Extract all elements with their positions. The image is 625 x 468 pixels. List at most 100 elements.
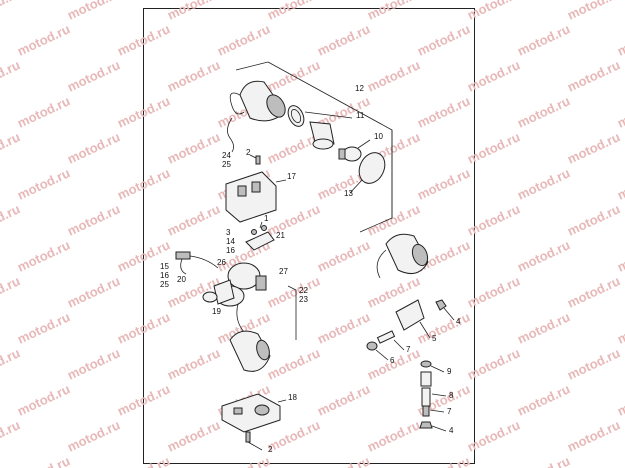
- callout-c23: 23: [299, 295, 308, 304]
- watermark-text: motod.ru: [365, 201, 422, 238]
- callout-c15: 15: [160, 262, 169, 271]
- watermark-text: motod.ru: [415, 165, 472, 202]
- callout-c12: 12: [355, 84, 364, 93]
- callout-c8: 8: [449, 391, 454, 400]
- watermark-text: motod.ru: [465, 417, 522, 454]
- watermark-text: motod.ru: [615, 93, 625, 130]
- watermark-text: motod.ru: [415, 21, 472, 58]
- part-20: [202, 291, 218, 303]
- wire-lead-top: [227, 117, 234, 153]
- watermark-text: motod.ru: [565, 345, 622, 382]
- screw-bottom: [245, 431, 263, 451]
- watermark-text: motod.ru: [565, 129, 622, 166]
- watermark-text: motod.ru: [265, 417, 322, 454]
- watermark-text: motod.ru: [0, 201, 22, 238]
- watermark-text: motod.ru: [615, 453, 625, 468]
- watermark-text: motod.ru: [315, 453, 372, 468]
- callout-c11: 11: [356, 111, 365, 120]
- watermark-text: motod.ru: [265, 273, 322, 310]
- callout-c10: 10: [374, 132, 383, 141]
- watermark-text: motod.ru: [515, 381, 572, 418]
- base-18: [221, 393, 287, 433]
- watermark-text: motod.ru: [115, 309, 172, 346]
- watermark-text: motod.ru: [0, 129, 22, 166]
- callout-c26: 26: [217, 258, 226, 267]
- callout-c17: 17: [287, 172, 296, 181]
- watermark-text: motod.ru: [15, 93, 72, 130]
- callout-c14: 14: [226, 237, 235, 246]
- stalk-lower: [236, 303, 245, 333]
- callout-c1: 1: [264, 214, 269, 223]
- callout-c7b: 7: [447, 407, 452, 416]
- watermark-text: motod.ru: [365, 0, 422, 23]
- watermark-text: motod.ru: [0, 273, 22, 310]
- watermark-text: motod.ru: [115, 165, 172, 202]
- watermark-text: motod.ru: [65, 0, 122, 23]
- callout-c27: 27: [279, 267, 288, 276]
- bulb-socket: [304, 111, 353, 150]
- watermark-text: motod.ru: [515, 21, 572, 58]
- callout-c21: 21: [276, 231, 285, 240]
- watermark-text: motod.ru: [165, 273, 222, 310]
- watermark-text: motod.ru: [165, 129, 222, 166]
- callout-c4a: 4: [456, 317, 461, 326]
- watermark-text: motod.ru: [315, 21, 372, 58]
- callout-c25a: 25: [222, 160, 231, 169]
- callout-c2a: 2: [246, 148, 251, 157]
- watermark-text: motod.ru: [15, 165, 72, 202]
- watermark-text: motod.ru: [15, 309, 72, 346]
- callout-c24: 24: [222, 151, 231, 160]
- bracket-1: [245, 221, 275, 251]
- connector-26: [175, 251, 219, 275]
- callout-c18: 18: [288, 393, 297, 402]
- watermark-text: motod.ru: [65, 57, 122, 94]
- watermark-text: motod.ru: [365, 57, 422, 94]
- watermark-text: motod.ru: [0, 0, 22, 23]
- watermark-text: motod.ru: [615, 381, 625, 418]
- watermark-text: motod.ru: [65, 129, 122, 166]
- watermark-text: motod.ru: [565, 201, 622, 238]
- nut-top: [435, 299, 455, 321]
- lamp-housing-right: [376, 233, 429, 279]
- callout-c13: 13: [344, 189, 353, 198]
- watermark-text: motod.ru: [165, 417, 222, 454]
- watermark-text: motod.ru: [365, 417, 422, 454]
- callout-c2b: 2: [268, 445, 273, 454]
- watermark-text: motod.ru: [515, 453, 572, 468]
- washer-6: [366, 341, 389, 361]
- callout-c5: 5: [432, 334, 437, 343]
- callout-c3: 3: [226, 228, 231, 237]
- watermark-text: motod.ru: [265, 345, 322, 382]
- watermark-text: motod.ru: [265, 0, 322, 23]
- diagram-frame: [143, 8, 475, 464]
- watermark-text: motod.ru: [65, 345, 122, 382]
- callout-c22: 22: [299, 286, 308, 295]
- watermark-text: motod.ru: [515, 165, 572, 202]
- watermark-text: motod.ru: [515, 237, 572, 274]
- callout-c7a: 7: [406, 345, 411, 354]
- watermark-text: motod.ru: [615, 21, 625, 58]
- watermark-text: motod.ru: [65, 417, 122, 454]
- lamp-housing-lower: [229, 330, 271, 372]
- cover-17: [225, 171, 287, 223]
- gasket-ring: [287, 105, 305, 127]
- bulb: [338, 139, 371, 162]
- callout-c16a: 16: [226, 246, 235, 255]
- watermark-text: motod.ru: [15, 237, 72, 274]
- watermark-text: motod.ru: [565, 273, 622, 310]
- watermark-text: motod.ru: [465, 201, 522, 238]
- lens: [349, 152, 386, 194]
- watermark-text: motod.ru: [415, 93, 472, 130]
- callout-c4b: 4: [449, 426, 454, 435]
- watermark-text: motod.ru: [15, 21, 72, 58]
- watermark-text: motod.ru: [565, 0, 622, 23]
- watermark-text: motod.ru: [0, 345, 22, 382]
- watermark-text: motod.ru: [465, 129, 522, 166]
- watermark-text: motod.ru: [315, 309, 372, 346]
- watermark-text: motod.ru: [115, 93, 172, 130]
- watermark-text: motod.ru: [15, 453, 72, 468]
- callout-c25b: 25: [160, 280, 169, 289]
- watermark-text: motod.ru: [115, 453, 172, 468]
